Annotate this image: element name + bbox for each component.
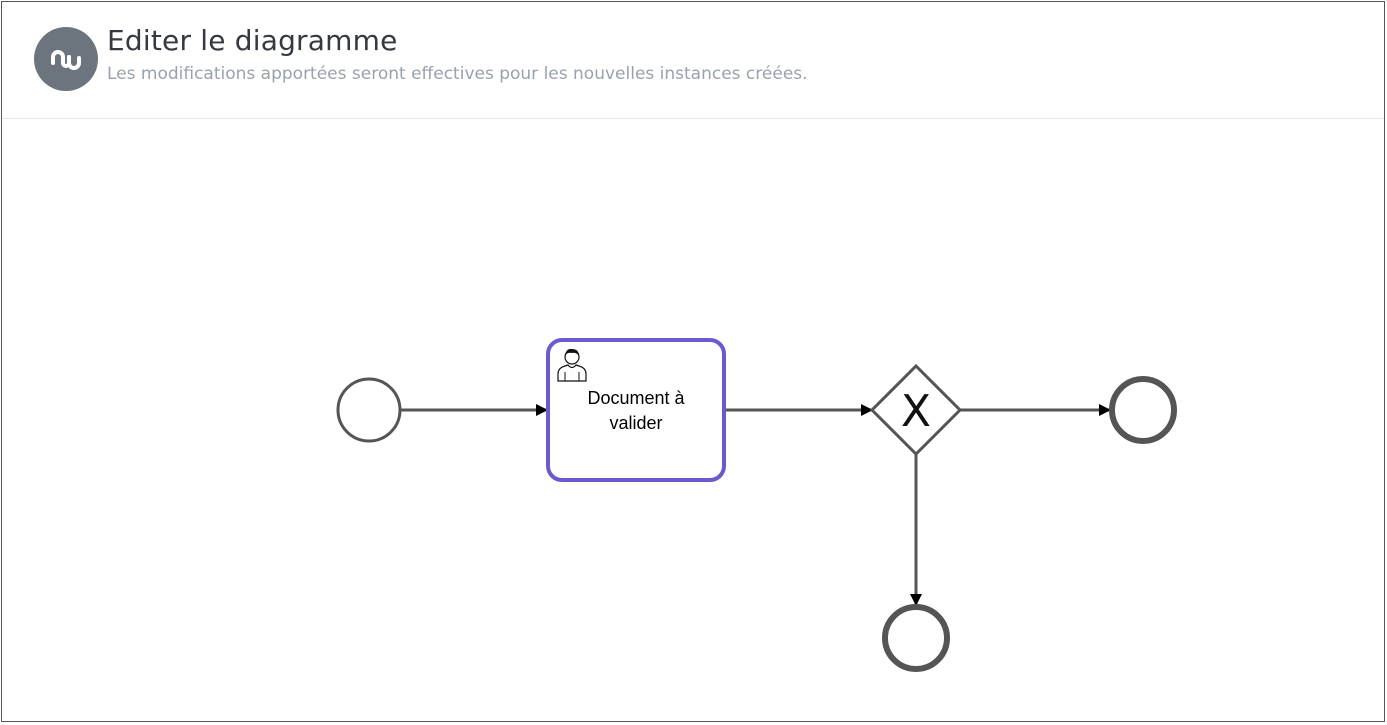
stumbleupon-icon [34, 27, 98, 91]
user-task-label-line2: valider [609, 413, 662, 433]
start-event[interactable] [336, 377, 402, 443]
user-icon [557, 348, 587, 382]
user-task-document-a-valider[interactable]: Document à valider [546, 338, 726, 482]
exclusive-gateway[interactable]: X [869, 363, 963, 457]
bpmn-diagram[interactable]: Document à valider X [2, 119, 1384, 721]
user-task-box[interactable] [546, 338, 726, 482]
stumbleupon-glyph [51, 50, 81, 70]
end-event-right[interactable] [1109, 376, 1177, 444]
end-event-bottom[interactable] [882, 604, 950, 672]
user-task-label-line1: Document à [587, 388, 685, 408]
page-title: Editer le diagramme [107, 24, 398, 57]
gateway-diamond[interactable] [869, 363, 963, 457]
page-header: Editer le diagramme Les modifications ap… [2, 2, 1384, 119]
page-subtitle: Les modifications apportées seront effec… [107, 64, 808, 84]
gateway-x-marker: X [901, 386, 931, 437]
bpmn-canvas[interactable]: Document à valider X [2, 119, 1384, 721]
